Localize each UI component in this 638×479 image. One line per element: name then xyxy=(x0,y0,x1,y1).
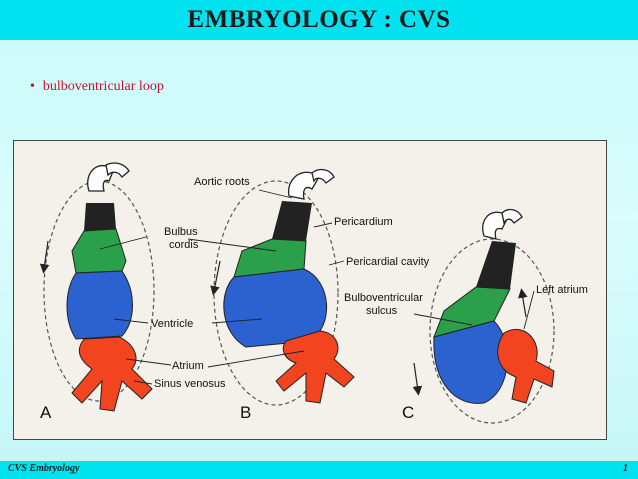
aortic-roots-c xyxy=(482,211,509,240)
trunk-c xyxy=(476,241,516,289)
label-pericardial-cavity: Pericardial cavity xyxy=(346,256,430,268)
pericardium-outline-c xyxy=(429,238,555,424)
pericardium-outline-b xyxy=(213,180,339,406)
arrow-a xyxy=(39,240,50,274)
panel-letter-b: B xyxy=(240,403,251,422)
arrow-b xyxy=(210,260,221,296)
atrium-sinus-b xyxy=(275,330,355,404)
label-left-atrium: Left atrium xyxy=(536,284,588,296)
label-atrium: Atrium xyxy=(172,360,204,372)
bullet-dot-icon: • xyxy=(30,79,35,94)
leader-lines xyxy=(99,189,535,385)
aortic-roots-b xyxy=(287,171,320,200)
bullet-item: • bulboventricular loop xyxy=(30,79,164,95)
aortic-roots-a2 xyxy=(105,162,130,178)
label-bulbus-cordis: Bulbus cordis xyxy=(164,226,201,251)
label-sinus-venosus: Sinus venosus xyxy=(154,378,226,390)
panel-letter-c: C xyxy=(402,403,414,422)
label-bulboventricular-sulcus: Bulboventricular sulcus xyxy=(344,292,426,317)
title-bar: EMBRYOLOGY : CVS xyxy=(0,0,638,40)
trunk-a xyxy=(84,203,116,231)
figure-svg: A B C xyxy=(39,162,588,424)
slide-title: EMBRYOLOGY : CVS xyxy=(187,6,451,33)
panel-letter-a: A xyxy=(40,403,52,422)
arrow-c2 xyxy=(518,288,528,318)
footer-course-name: CVS Embryology xyxy=(8,463,80,474)
panel-c: C xyxy=(402,208,555,424)
label-ventricle: Ventricle xyxy=(151,318,193,330)
atrium-c xyxy=(497,328,555,404)
atrium-sinus-a xyxy=(71,336,153,412)
aortic-roots-b2 xyxy=(311,168,335,184)
arrow-c1 xyxy=(412,362,423,396)
label-aortic-roots: Aortic roots xyxy=(194,176,250,188)
footer-bar: CVS Embryology 1 xyxy=(0,461,638,479)
bullet-text: bulboventricular loop xyxy=(42,79,164,94)
panel-b: B xyxy=(210,168,355,422)
heart-loop-figure: A B C xyxy=(13,140,607,440)
panel-a: A xyxy=(39,162,155,422)
trunk-b xyxy=(272,201,312,241)
aortic-roots-c2 xyxy=(501,208,523,225)
ventricle-a xyxy=(66,270,133,340)
bulbus-cordis-a xyxy=(71,228,127,274)
label-pericardium: Pericardium xyxy=(334,216,393,228)
footer-page-number: 1 xyxy=(623,463,628,474)
